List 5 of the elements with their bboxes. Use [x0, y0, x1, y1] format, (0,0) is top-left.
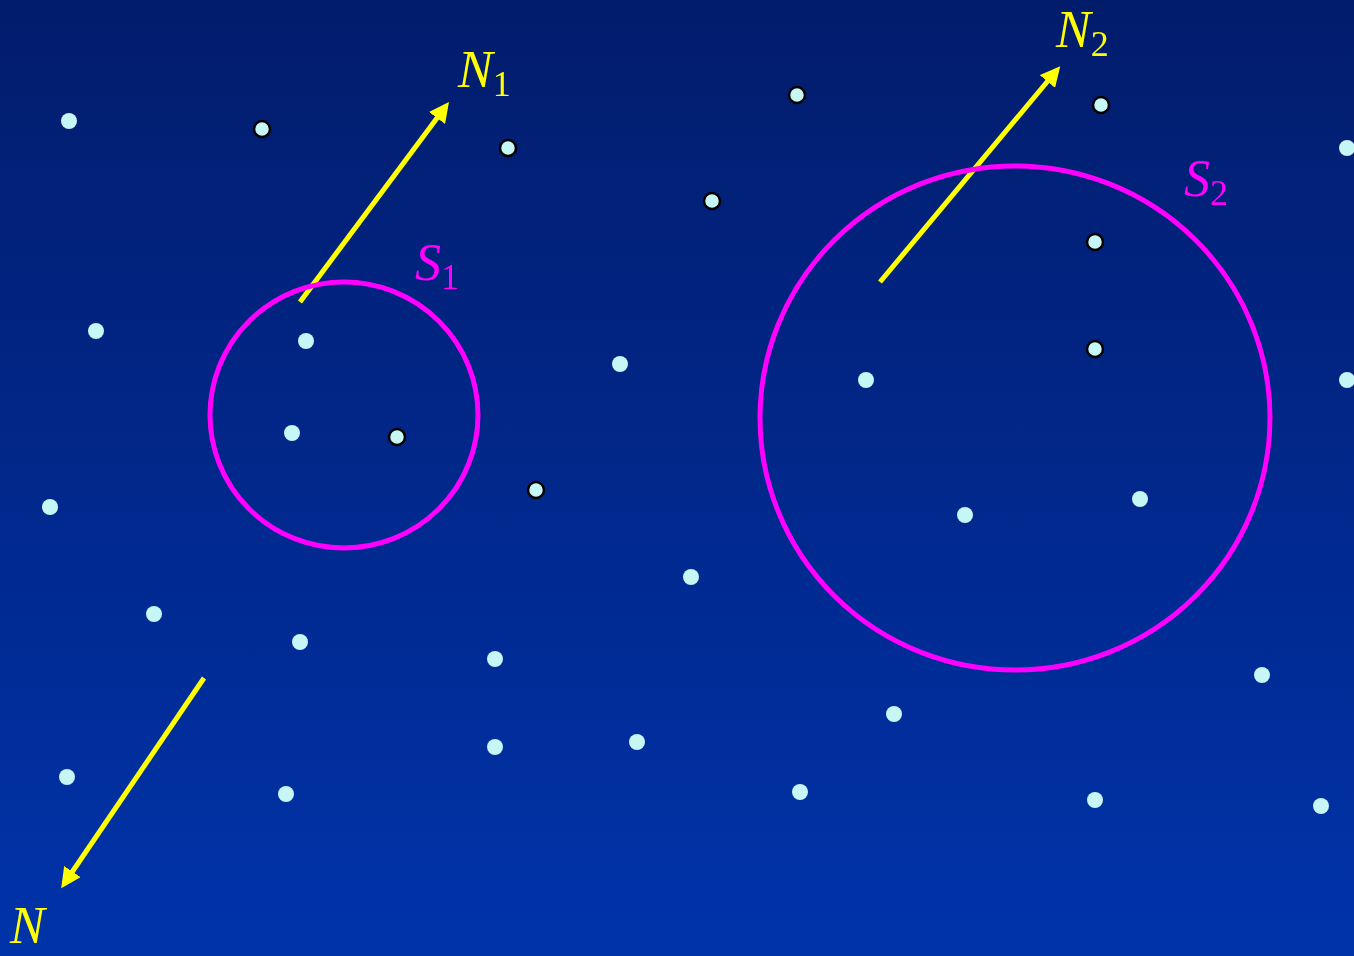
vector-label: N	[10, 900, 45, 952]
vector-label: N$_{2}$	[1056, 4, 1109, 62]
set-label: S$_{2}$	[1184, 153, 1228, 211]
set-label: S$_{1}$	[415, 237, 459, 295]
vector-label: N$_{1}$	[458, 44, 511, 102]
